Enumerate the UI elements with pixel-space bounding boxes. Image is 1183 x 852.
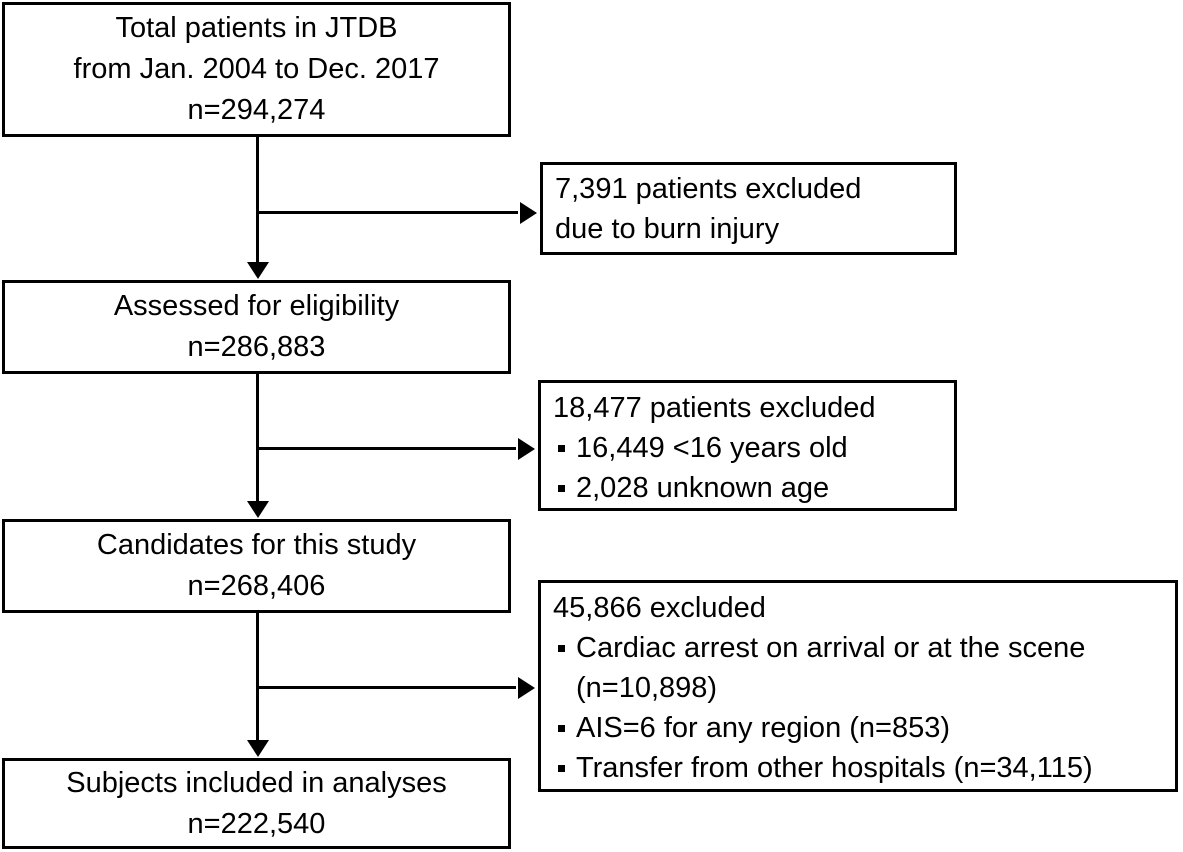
bullet-icon (558, 445, 565, 452)
exclusion-bullet-item: 2,028 unknown age (553, 468, 946, 508)
exclusion-line: 2,028 unknown age (576, 472, 830, 504)
flow-box-line: n=222,540 (187, 807, 326, 840)
flow-box-line: Candidates for this study (96, 529, 417, 561)
connector-candidates-to-subjects (256, 612, 259, 740)
exclusion-bullet-item: 16,449 <16 years old (553, 428, 946, 468)
flow-box-assessed-eligibility: Assessed for eligibility n=286,883 (2, 280, 511, 374)
flow-box-line: from Jan. 2004 to Dec. 2017 (73, 53, 440, 85)
exclusion-line: AIS=6 for any region (n=853) (576, 712, 951, 744)
bullet-icon (558, 765, 565, 772)
exclusion-box-burn-injury: 7,391 patients excluded due to burn inju… (540, 162, 957, 255)
exclusion-box-criteria: 45,866 excluded Cardiac arrest on arriva… (538, 580, 1178, 792)
connector-assessed-to-candidates (256, 373, 259, 501)
bullet-icon (558, 485, 565, 492)
bullet-icon (558, 645, 565, 652)
exclusion-title: 45,866 excluded (553, 592, 766, 624)
exclusion-line: Transfer from other hospitals (n=34,115) (576, 752, 1093, 784)
exclusion-title: 18,477 patients excluded (553, 392, 876, 424)
arrow-right-icon (518, 677, 535, 699)
arrow-right-icon (520, 202, 537, 224)
exclusion-line: (n=10,898) (576, 672, 718, 704)
flow-box-total-patients: Total patients in JTDB from Jan. 2004 to… (2, 2, 511, 137)
arrow-down-icon (247, 262, 269, 279)
flow-box-line: Total patients in JTDB (115, 12, 398, 44)
exclusion-line: 7,391 patients excluded (555, 172, 862, 205)
flow-box-line: Subjects included in analyses (66, 766, 447, 799)
exclusion-line: due to burn injury (555, 212, 780, 245)
exclusion-line: 16,449 <16 years old (576, 432, 848, 464)
bullet-icon (558, 725, 565, 732)
arrow-down-icon (247, 740, 269, 757)
arrow-right-icon (518, 438, 535, 460)
exclusion-bullet-item: Cardiac arrest on arrival or at the scen… (553, 628, 1167, 708)
flow-box-line: n=268,406 (187, 570, 326, 602)
exclusion-box-age: 18,477 patients excluded 16,449 <16 year… (538, 380, 957, 511)
exclusion-line: Cardiac arrest on arrival or at the scen… (576, 632, 1086, 664)
branch-to-burn-exclusion (256, 211, 518, 214)
flow-box-line: n=286,883 (187, 331, 326, 363)
arrow-down-icon (247, 501, 269, 518)
exclusion-bullet-item: Transfer from other hospitals (n=34,115) (553, 748, 1167, 788)
flow-box-subjects-included: Subjects included in analyses n=222,540 (2, 758, 511, 849)
connector-total-to-assessed (256, 137, 259, 263)
exclusion-bullet-item: AIS=6 for any region (n=853) (553, 708, 1167, 748)
branch-to-criteria-exclusion (256, 686, 516, 689)
flow-box-candidates: Candidates for this study n=268,406 (2, 519, 511, 613)
branch-to-age-exclusion (256, 447, 516, 450)
flow-box-line: n=294,274 (187, 94, 326, 126)
flow-box-line: Assessed for eligibility (113, 290, 400, 322)
